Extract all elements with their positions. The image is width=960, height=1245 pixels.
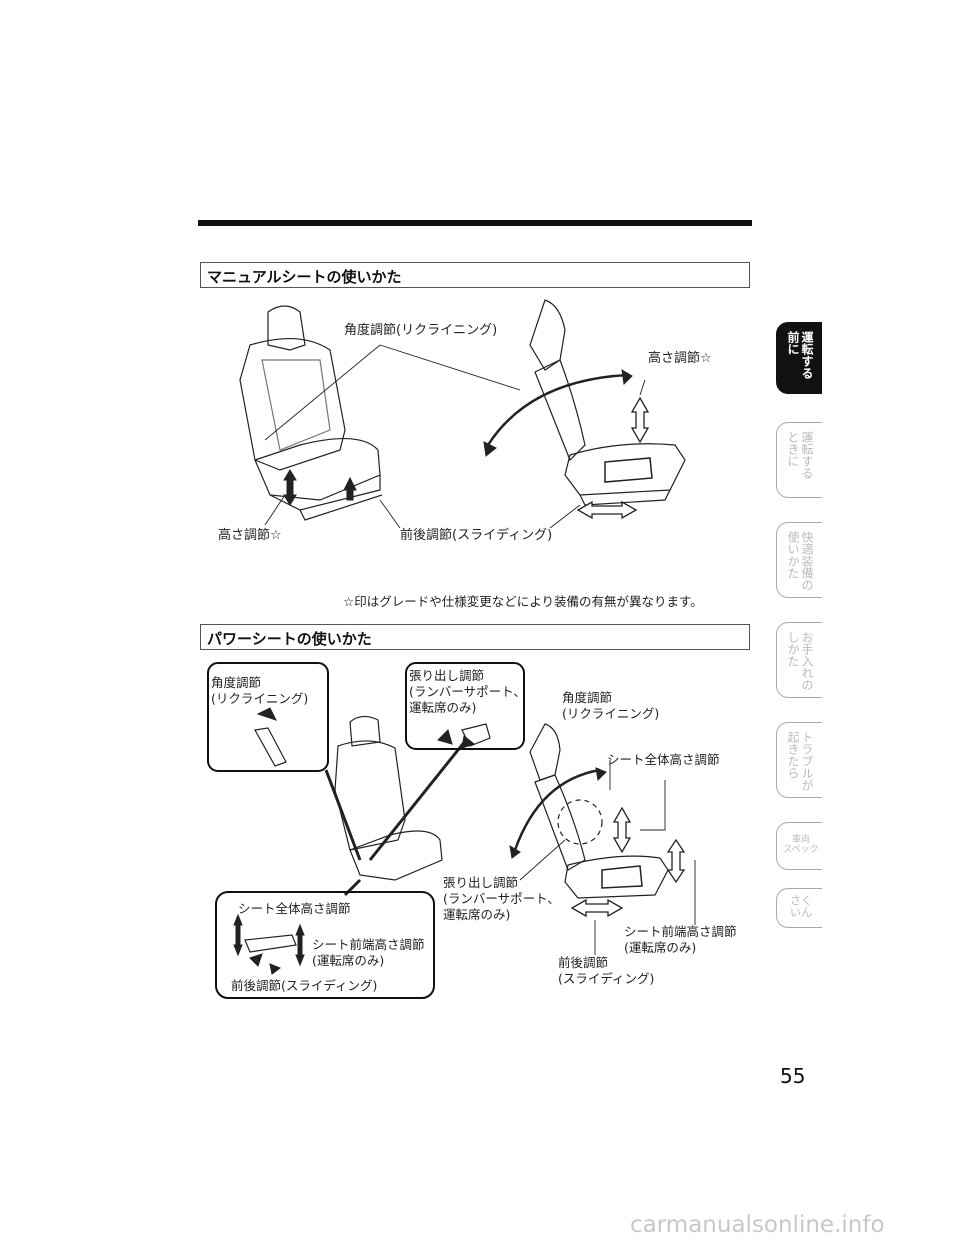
tab-comfort-equipment-label: 快適装備の 使いかた — [786, 531, 814, 591]
manual-seat-side-drawing — [529, 299, 686, 506]
manual-seat-front-drawing — [239, 305, 383, 521]
tab-maintenance-label: お手入れの しかた — [786, 631, 814, 691]
switch-height-label: シート全体高さ調節 — [238, 901, 351, 916]
top-rule — [198, 220, 752, 226]
power-seat-side-drawing — [529, 723, 669, 899]
power-front-height-label: シート前端高さ調節 (運転席のみ) — [624, 924, 737, 955]
manual-slide-label: 前後調節(スライディング) — [400, 528, 553, 543]
manual-recline-label: 角度調節(リクライニング) — [344, 323, 498, 338]
page-number: 55 — [780, 1064, 806, 1088]
manual-height-left-label: 高さ調節☆ — [218, 528, 282, 543]
watermark: carmanualsonline.info — [630, 1212, 885, 1238]
tab-troubleshooting[interactable]: トラブルが 起きたら — [776, 722, 822, 798]
inset-lumbar-label: 張り出し調節 (ランバーサポート、 運転席のみ) — [409, 668, 526, 715]
power-seat-front-drawing — [334, 715, 443, 881]
power-recline-label: 角度調節 (リクライニング) — [562, 690, 660, 721]
switch-front-height-label: シート前端高さ調節 (運転席のみ) — [312, 937, 425, 968]
availability-note: ☆印はグレードや仕様変更などにより装備の有無が異なります。 — [343, 594, 703, 609]
power-slide-label: 前後調節 (スライディング) — [558, 955, 655, 986]
power-seat-heading: パワーシートの使いかた — [200, 624, 750, 650]
power-seat-height-label: シート全体高さ調節 — [607, 752, 720, 767]
tab-vehicle-specs-label: 車両 スペック — [783, 835, 819, 855]
power-lumbar-label: 張り出し調節 (ランバーサポート、 運転席のみ) — [443, 875, 560, 922]
tab-before-driving[interactable]: 運転する 前に — [776, 322, 822, 394]
switch-slide-label: 前後調節(スライディング) — [231, 978, 378, 993]
tab-comfort-equipment[interactable]: 快適装備の 使いかた — [776, 522, 822, 598]
tab-index[interactable]: さく いん — [776, 888, 822, 928]
tab-vehicle-specs[interactable]: 車両 スペック — [776, 822, 822, 870]
manual-seat-heading: マニュアルシートの使いかた — [200, 262, 750, 288]
tab-index-label: さく いん — [790, 894, 812, 919]
tab-while-driving[interactable]: 運転する ときに — [776, 422, 822, 498]
manual-height-right-label: 高さ調節☆ — [648, 351, 712, 366]
inset-recline-label: 角度調節 (リクライニング) — [211, 675, 309, 706]
tab-maintenance[interactable]: お手入れの しかた — [776, 622, 822, 698]
tab-before-driving-label: 運転する 前に — [786, 331, 814, 379]
tab-troubleshooting-label: トラブルが 起きたら — [786, 731, 814, 791]
tab-while-driving-label: 運転する ときに — [786, 431, 814, 479]
